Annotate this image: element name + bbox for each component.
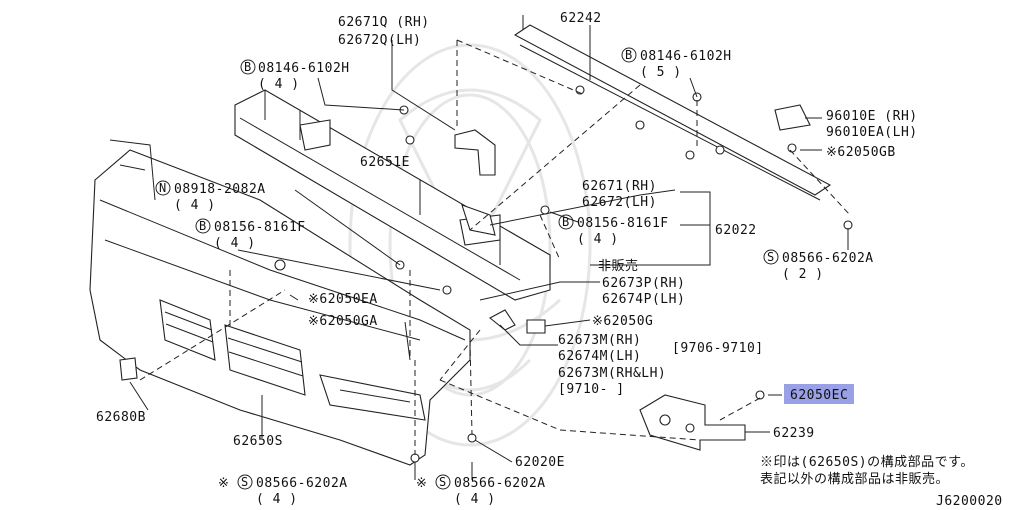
label-08146-left: 08146-6102H	[258, 61, 350, 76]
bolt-type-b-marker: B	[244, 60, 251, 74]
label-08918: 08918-2082A	[174, 182, 266, 197]
mark-asterisk: ※	[218, 476, 229, 491]
dashed-leaders	[139, 39, 851, 455]
label-62673m: 62673M(RH)	[558, 333, 641, 348]
label-62050g: ※62050G	[592, 314, 653, 329]
qty-08566-bottom-left: ( 4 )	[256, 492, 298, 507]
label-62651e: 62651E	[360, 155, 410, 170]
label-62673p: 62673P(RH)	[602, 276, 685, 291]
label-62671: 62671(RH)	[582, 179, 657, 194]
note-line-2: 表記以外の構成部品は非販売。	[760, 471, 949, 487]
label-62050ga: ※62050GA	[308, 314, 378, 329]
label-08566-right: 08566-6202A	[782, 251, 874, 266]
bolt-type-b-marker: B	[199, 219, 206, 233]
screw-type-s-marker: S	[767, 250, 774, 264]
label-62671q: 62671Q (RH)	[338, 15, 430, 30]
circle-markers: B B N B B S S S	[155, 47, 779, 490]
watermark-emblem	[348, 43, 592, 447]
label-62650s: 62650S	[233, 434, 283, 449]
label-62674m: 62674M(LH)	[558, 349, 641, 364]
bolt-type-b-marker: B	[625, 48, 632, 62]
qty-08156-right: ( 4 )	[577, 232, 619, 247]
label-08146-right: 08146-6102H	[640, 49, 732, 64]
label-62239: 62239	[773, 426, 815, 441]
label-not-for-sale: 非販売	[598, 258, 639, 274]
label-96010e: 96010E (RH)	[826, 109, 918, 124]
label-62242: 62242	[560, 11, 602, 26]
part-highlight	[784, 384, 854, 404]
label-62020e: 62020E	[515, 455, 565, 470]
bumper-fascia-drawing	[89, 139, 471, 466]
label-62674p: 62674P(LH)	[602, 292, 685, 307]
note-line-1: ※印は(62650S)の構成部品です。	[760, 455, 974, 470]
nut-type-n-marker: N	[159, 181, 166, 195]
leaders	[129, 25, 849, 480]
diagram-id: J6200020	[936, 494, 1003, 509]
label-62050gb: ※62050GB	[826, 145, 896, 160]
label-08566-bottom-mid: 08566-6202A	[454, 476, 546, 491]
qty-08566-right: ( 2 )	[782, 267, 824, 282]
label-96010ea: 96010EA(LH)	[826, 125, 918, 140]
label-08156-left: 08156-8161F	[214, 220, 306, 235]
callout-labels: 62671Q (RH) 62672Q(LH) 62242 08146-6102H…	[96, 11, 1003, 509]
screw-type-s-marker: S	[241, 475, 248, 489]
label-62050ea: ※62050EA	[308, 292, 378, 307]
label-62050ec[interactable]: 62050EC	[790, 388, 848, 403]
qty-08918: ( 4 )	[174, 198, 216, 213]
bracket-62239-drawing	[639, 394, 746, 451]
label-08156-right: 08156-8161F	[577, 216, 669, 231]
screw-type-s-marker: S	[439, 475, 446, 489]
qty-08566-bottom-mid: ( 4 )	[454, 492, 496, 507]
qty-08146-left: ( 4 )	[258, 77, 300, 92]
label-62672: 62672(LH)	[582, 195, 657, 210]
mark-asterisk: ※	[416, 476, 427, 491]
qty-08156-left: ( 4 )	[214, 236, 256, 251]
label-62672q: 62672Q(LH)	[338, 33, 421, 48]
bolt-type-b-marker: B	[562, 215, 569, 229]
label-62022: 62022	[715, 223, 757, 238]
side-bracket-drawing	[119, 104, 811, 381]
label-08566-bottom-left: 08566-6202A	[256, 476, 348, 491]
date-range-2: [9710- ]	[558, 382, 625, 397]
label-62680b: 62680B	[96, 410, 146, 425]
reinforcement-drawing	[234, 89, 551, 301]
label-62673m-rhlh: 62673M(RH&LH)	[558, 366, 666, 381]
date-range-1: [9706-9710]	[672, 341, 764, 356]
qty-08146-right: ( 5 )	[640, 65, 682, 80]
upper-retainer-drawing	[513, 15, 832, 201]
